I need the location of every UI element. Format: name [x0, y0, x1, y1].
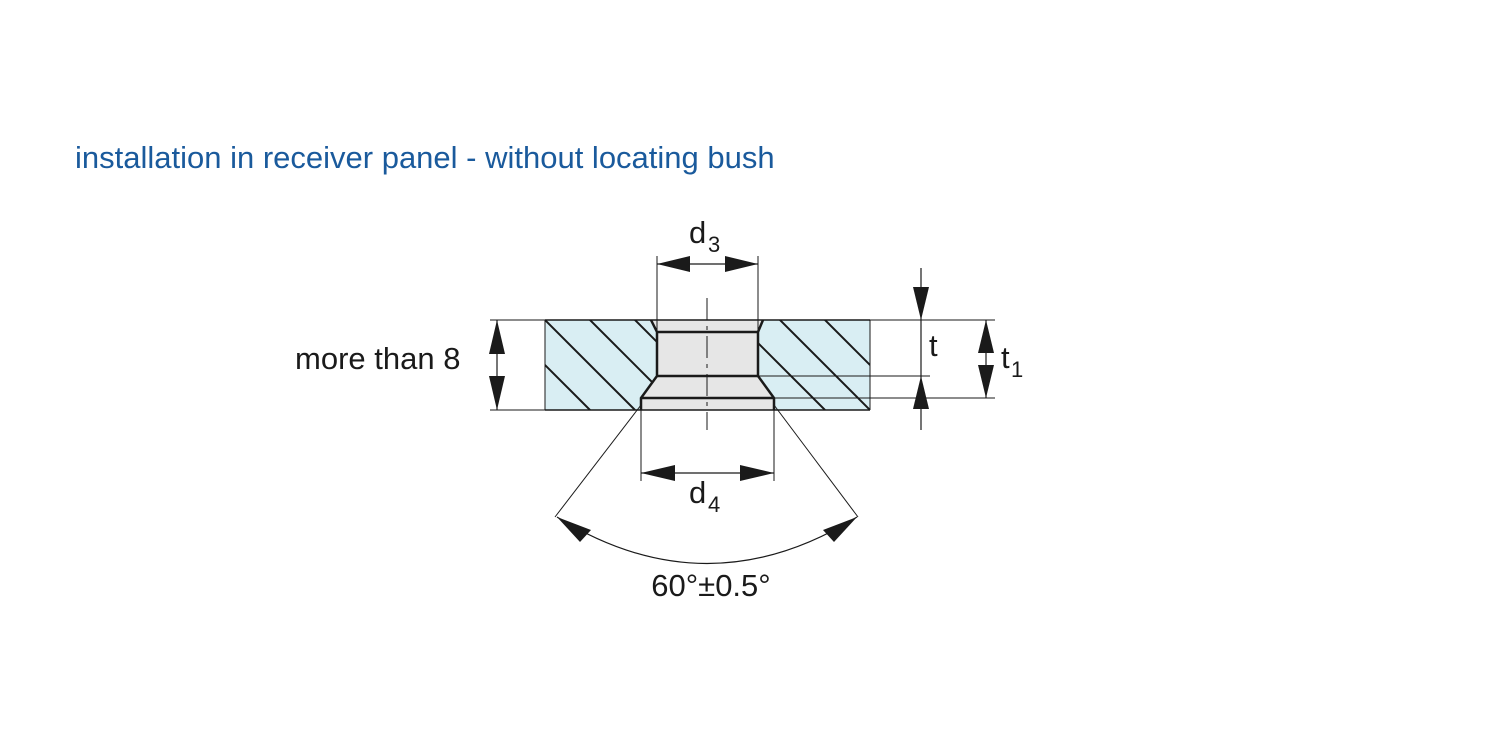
panel-right-hatch: [758, 320, 870, 410]
dimension-t1: t 1: [978, 320, 1023, 398]
d4-subscript: 4: [708, 492, 720, 517]
dimension-panel-thickness: more than 8: [295, 320, 505, 410]
part-outline: [544, 298, 871, 430]
t1-label: t: [1001, 340, 1010, 375]
page-title: installation in receiver panel - without…: [75, 140, 775, 175]
dimension-t: t: [913, 268, 938, 430]
d3-subscript: 3: [708, 232, 720, 257]
dimension-d3: d 3: [657, 215, 758, 272]
t1-subscript: 1: [1011, 357, 1023, 382]
t-label: t: [929, 328, 938, 363]
extension-lines: [490, 256, 995, 518]
d4-label: d: [689, 475, 706, 510]
d3-label: d: [689, 215, 706, 250]
dimension-d4: d 4: [641, 465, 774, 517]
panel-left-section: [545, 320, 657, 410]
angle-label: 60°±0.5°: [651, 568, 770, 603]
dimension-angle: 60°±0.5°: [556, 516, 858, 603]
panel-right-section: [758, 320, 870, 410]
panel-thickness-label: more than 8: [295, 341, 460, 376]
